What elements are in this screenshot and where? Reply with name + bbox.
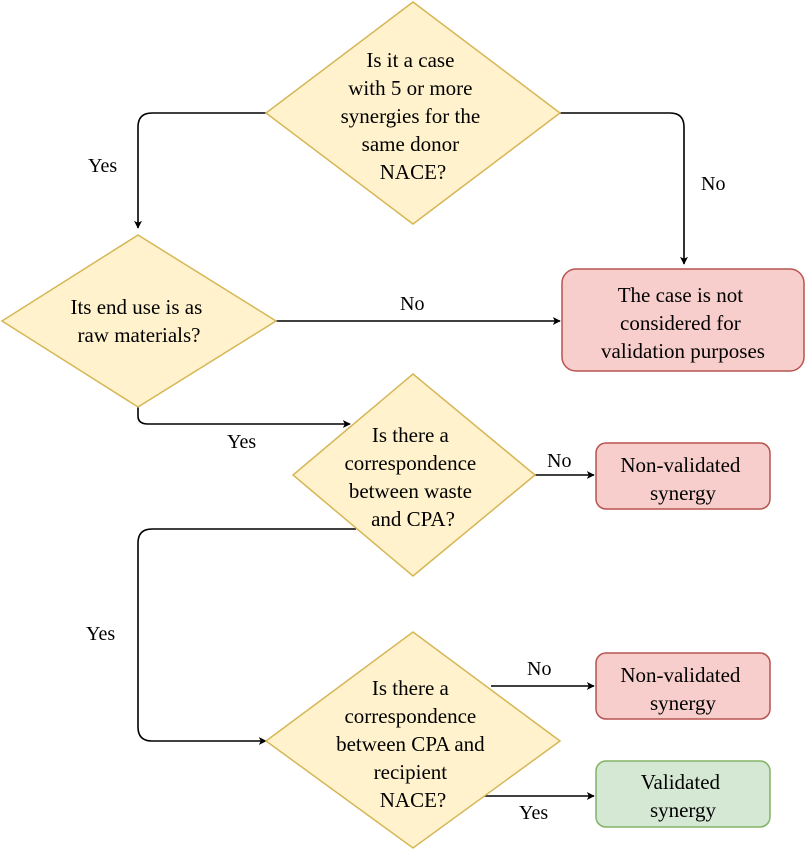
decision-cpa-recipient: [264, 631, 562, 849]
edge-d2-yes: [137, 407, 351, 428]
outcome-validated: [595, 760, 771, 828]
outcome-validated-text: Validated synergy: [641, 770, 726, 822]
edge-label-d3-no: No: [547, 450, 571, 472]
decision-donor-nace-text: Is it a case with 5 or more synergies fo…: [341, 48, 486, 184]
decision-waste-cpa-text: Is there a correspondence between waste …: [344, 423, 481, 531]
decision-cpa-recipient-text: Is there a correspondence between CPA an…: [336, 676, 490, 812]
outcome-non-validated-2-text: Non-validated synergy: [620, 663, 745, 715]
edge-label-d2-no: No: [400, 293, 424, 315]
outcome-not-considered: [561, 268, 805, 372]
decision-end-use: [0, 234, 278, 408]
outcome-non-validated-1-text: Non-validated synergy: [620, 453, 745, 505]
outcome-non-validated-1: [595, 442, 771, 510]
outcome-non-validated-2: [595, 652, 771, 720]
outcome-not-considered-text: The case is not considered for validatio…: [601, 283, 765, 363]
edge-d1-yes: [134, 112, 266, 229]
edge-label-d3-yes: Yes: [86, 623, 115, 645]
decision-waste-cpa: [291, 373, 537, 577]
edge-label-d2-yes: Yes: [227, 431, 256, 453]
edge-label-d4-yes: Yes: [519, 802, 548, 824]
edge-d3-yes: [137, 528, 356, 745]
edge-d1-no: [560, 112, 688, 265]
decision-end-use-text: Its end use is as raw materials?: [70, 295, 207, 347]
edge-label-d1-no: No: [701, 173, 725, 195]
decision-donor-nace: [264, 1, 562, 225]
edge-label-d1-yes: Yes: [88, 155, 117, 177]
edge-label-d4-no: No: [527, 658, 551, 680]
